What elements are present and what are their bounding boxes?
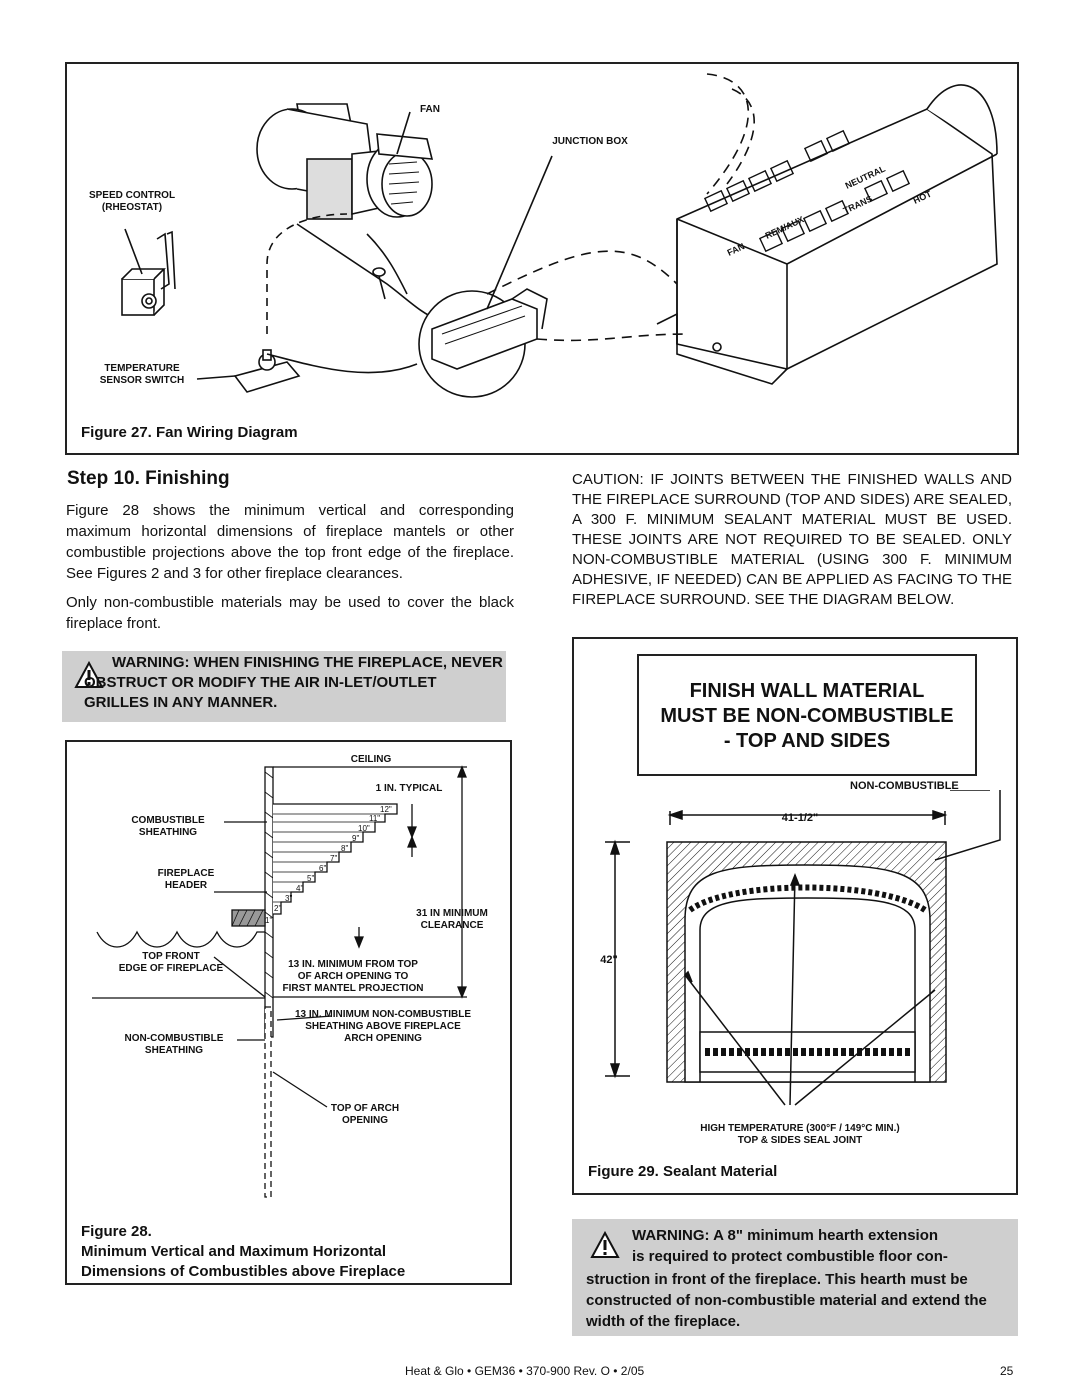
- page-number: 25: [1000, 1364, 1014, 1378]
- svg-text:11": 11": [369, 814, 380, 823]
- svg-text:8": 8": [341, 844, 348, 853]
- figure-28-frame: [65, 740, 512, 1285]
- svg-text:10": 10": [358, 824, 370, 833]
- typical-label: 1 IN. TYPICAL: [375, 783, 443, 794]
- warning-icon: [74, 661, 104, 688]
- svg-text:7": 7": [330, 854, 337, 863]
- svg-text:4": 4": [296, 884, 303, 893]
- figure-27-caption: Figure 27. Fan Wiring Diagram: [81, 424, 298, 441]
- svg-text:3": 3": [285, 894, 292, 903]
- sealant-diagram: [605, 790, 1001, 1106]
- figure-28-caption: Figure 28. Minimum Vertical and Maximum …: [81, 1223, 406, 1280]
- svg-text:12": 12": [380, 805, 392, 814]
- mantel-clearance-diagram: 12" 11" 10" 9" 8" 7" 6" 5" 4" 3" 2" 1": [92, 765, 467, 1198]
- fan-wiring-diagram: NEUTRAL TRANS HOT REM/AUX FAN: [121, 73, 998, 398]
- svg-text:2": 2": [274, 904, 281, 913]
- figure-29-frame: [572, 637, 1018, 1195]
- step-labels: 12" 11" 10" 9" 8" 7" 6" 5" 4" 3" 2" 1": [265, 805, 392, 925]
- hearth-warning-line2: is required to protect combustible floor…: [632, 1248, 948, 1265]
- hearth-warning-line1: WARNING: A 8" minimum hearth extension: [632, 1227, 939, 1244]
- figure-29-caption: Figure 29. Sealant Material: [588, 1163, 778, 1180]
- warning-icon: [590, 1231, 620, 1258]
- finishing-warning-box: WARNING: WHEN FINISHING THE FIREPLACE, N…: [62, 651, 506, 722]
- svg-text:6": 6": [319, 864, 326, 873]
- figure-29-title-frame: [637, 654, 977, 776]
- finishing-warning-text: WARNING: WHEN FINISHING THE FIREPLACE, N…: [84, 654, 503, 711]
- hearth-warning-rest: struction in front of the fireplace. Thi…: [586, 1271, 987, 1330]
- seal-joint-label: HIGH TEMPERATURE (300°F / 149°C MIN.)TOP…: [700, 1123, 900, 1146]
- svg-text:1": 1": [265, 916, 272, 925]
- figure-27-frame: [65, 62, 1019, 455]
- height-dimension-label: 42": [600, 954, 618, 966]
- ceiling-label: CEILING: [350, 754, 392, 765]
- speed-control-label: SPEED CONTROL(RHEOSTAT): [88, 190, 176, 213]
- footer-text: Heat & Glo • GEM36 • 370-900 Rev. O • 2/…: [405, 1364, 645, 1378]
- caution-text: CAUTION: IF JOINTS BETWEEN THE FINISHED …: [572, 471, 1012, 608]
- svg-text:9": 9": [352, 834, 359, 843]
- hearth-warning-box: WARNING: A 8" minimum hearth extension i…: [572, 1219, 1018, 1336]
- junction-box-label: JUNCTION BOX: [552, 136, 628, 147]
- step-paragraph-1: Figure 28 shows the minimum vertical and…: [66, 502, 514, 582]
- step-title: Step 10. Finishing: [67, 468, 230, 489]
- step-paragraph-2: Only non-combustible materials may be us…: [66, 594, 514, 632]
- fan-label: FAN: [420, 104, 440, 115]
- svg-text:5": 5": [307, 874, 314, 883]
- non-combustible-label: NON-COMBUSTIBLE: [850, 780, 959, 792]
- figure-29-title: FINISH WALL MATERIAL MUST BE NON-COMBUST…: [660, 680, 954, 752]
